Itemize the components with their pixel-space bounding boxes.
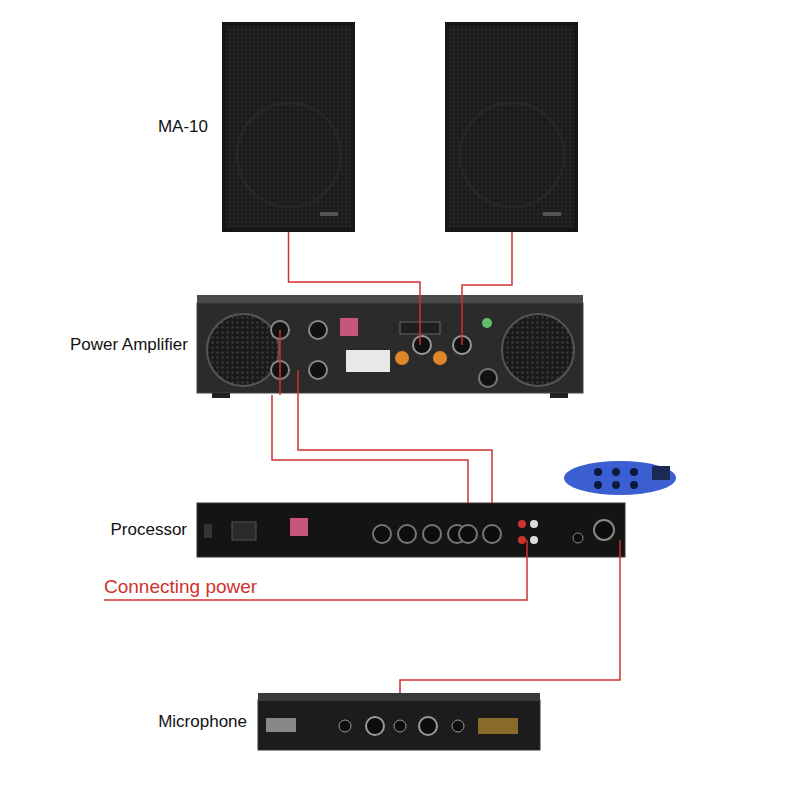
input-callout	[564, 461, 676, 495]
receiver-chassis	[258, 693, 540, 750]
signal-cable	[400, 557, 620, 693]
device-label: Power Amplifier	[70, 335, 188, 355]
processor-node: Processor	[197, 503, 625, 557]
signal-cable	[298, 395, 492, 503]
device-label: MA-10	[158, 117, 208, 137]
speaker-cabinet	[222, 22, 355, 232]
amplifier-node: Power Amplifier	[197, 295, 583, 395]
speaker-node: MA-10	[222, 22, 355, 232]
receiver-node: Microphone	[258, 693, 540, 750]
processor-chassis	[197, 503, 625, 557]
speaker-cabinet	[445, 22, 578, 232]
signal-cable	[289, 232, 421, 295]
signal-wire	[104, 232, 620, 600]
amplifier-chassis	[197, 295, 583, 398]
note-label: Connecting power	[104, 576, 257, 598]
device-label: Microphone	[158, 712, 247, 732]
device-label: Processor	[110, 520, 187, 540]
signal-cable	[272, 395, 468, 503]
